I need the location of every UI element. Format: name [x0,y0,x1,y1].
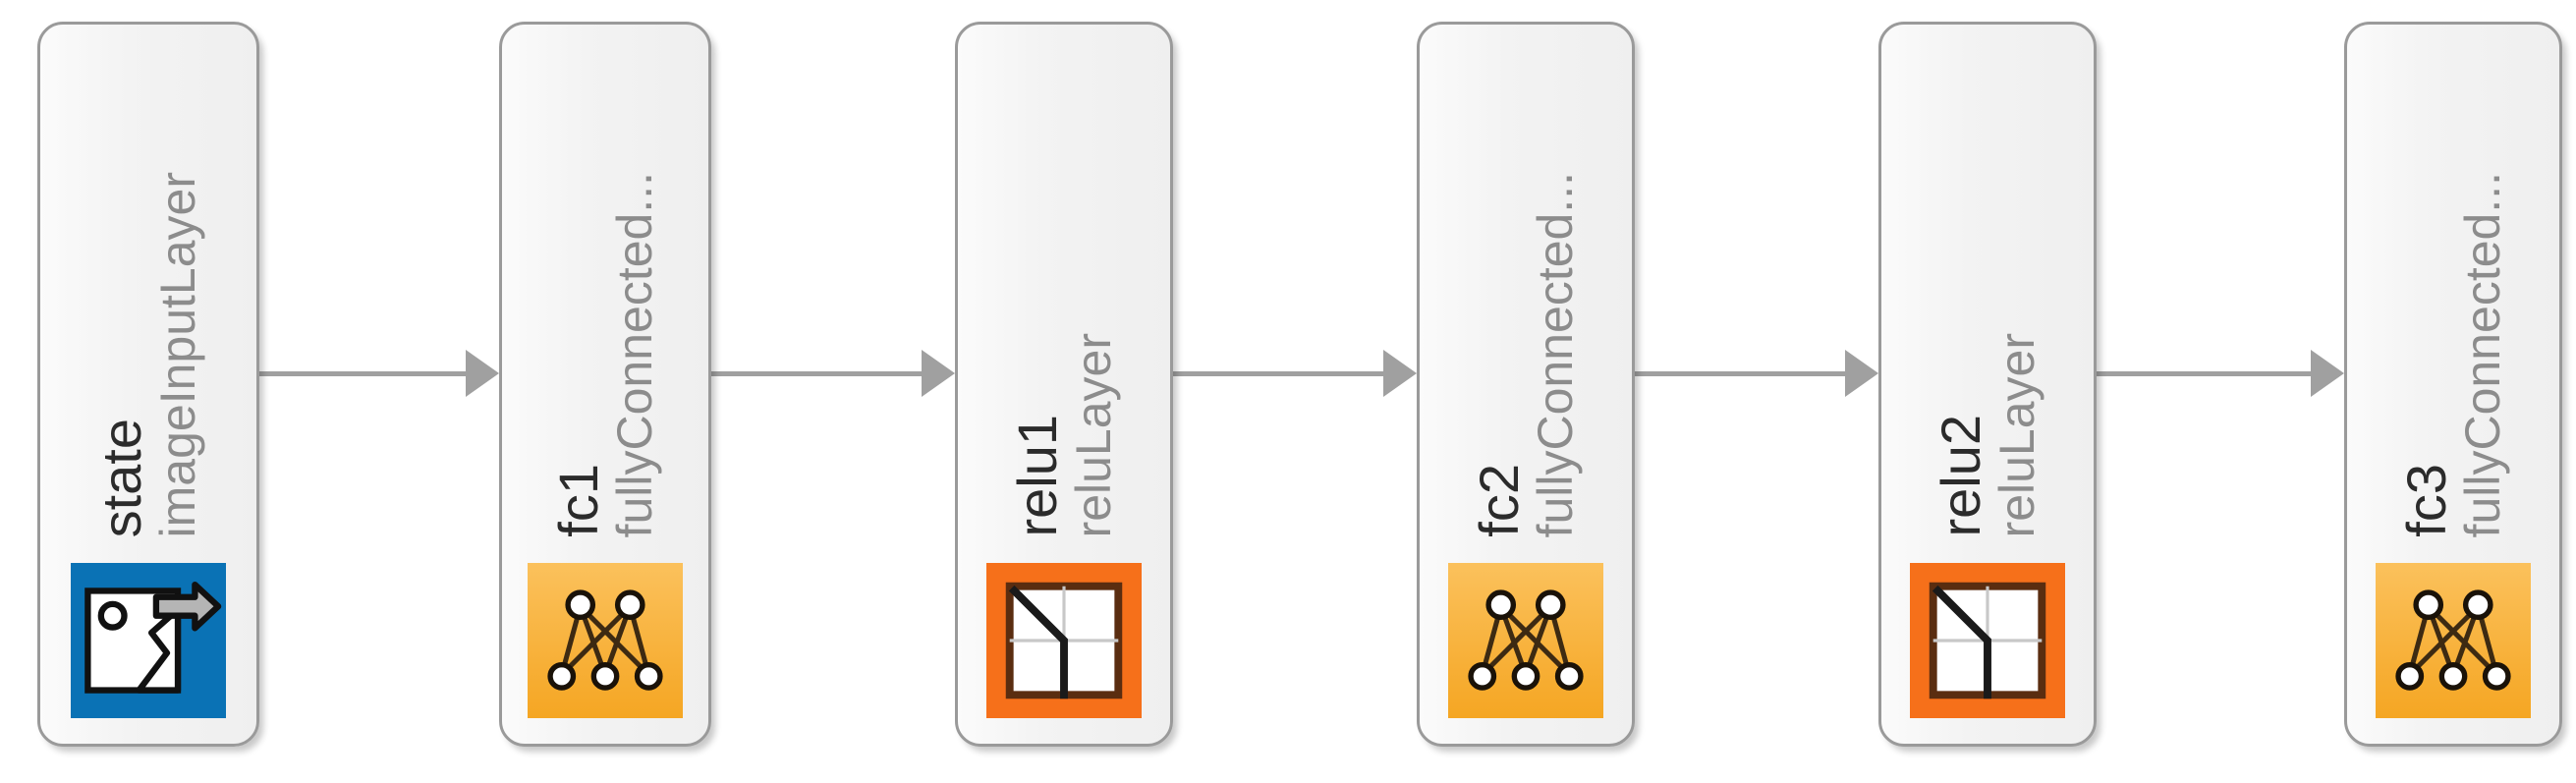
connector-state-to-fc1 [259,350,499,397]
layer-name-fc3: fc3 [2395,464,2457,537]
connector-fc1-to-relu1 [711,350,955,397]
layer-name-relu2: relu2 [1930,415,1991,537]
arrowhead-icon [2311,350,2344,397]
relu-icon [1910,563,2065,718]
connector-line [1635,370,1846,376]
fully-connected-icon [2376,563,2531,718]
layer-type-fc3: fullyConnected... [2455,171,2510,537]
connector-line [711,370,923,376]
layer-type-relu1: reluLayer [1066,332,1121,537]
layer-type-state: imageInputLayer [150,171,205,537]
layer-type-fc1: fullyConnected... [607,171,662,537]
connector-fc2-to-relu2 [1635,350,1878,397]
connector-line [259,370,467,376]
connector-relu2-to-fc3 [2097,350,2344,397]
arrowhead-icon [1845,350,1878,397]
arrowhead-icon [466,350,499,397]
image-input-icon [71,563,226,718]
layer-name-fc1: fc1 [547,464,609,537]
arrowhead-icon [1383,350,1417,397]
fully-connected-icon [528,563,683,718]
connector-line [1173,370,1384,376]
layer-name-fc2: fc2 [1468,464,1530,537]
layer-name-state: state [90,418,152,537]
arrowhead-icon [922,350,955,397]
layer-name-relu1: relu1 [1006,415,1068,537]
layer-type-fc2: fullyConnected... [1528,171,1583,537]
relu-icon [986,563,1142,718]
fully-connected-icon [1448,563,1603,718]
layer-type-relu2: reluLayer [1989,332,2044,537]
connector-line [2097,370,2312,376]
connector-relu1-to-fc2 [1173,350,1417,397]
